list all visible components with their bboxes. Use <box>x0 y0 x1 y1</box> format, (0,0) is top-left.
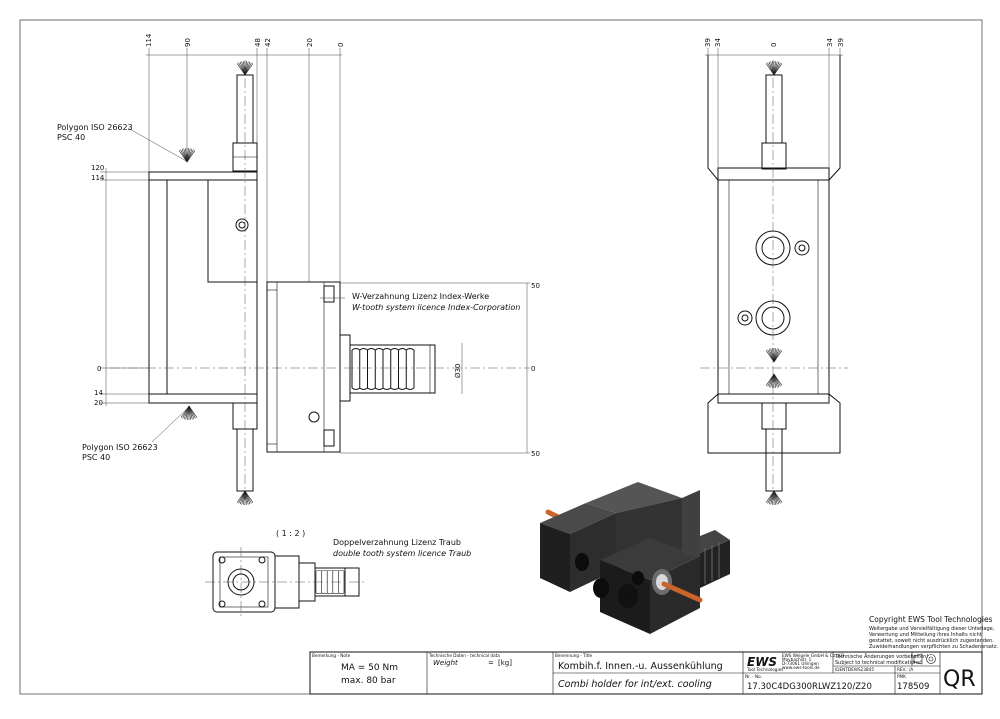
company-info-3: D-73061 Uhingen <box>782 661 819 666</box>
dim-top-48: 48 <box>254 38 262 47</box>
dim-left-14: 14 <box>94 389 103 397</box>
coolant-spray-marks <box>178 61 783 505</box>
remark-2: max. 80 bar <box>341 676 396 686</box>
title-de: Kombih.f. Innen.-u. Aussenkühlung <box>558 661 723 672</box>
part-number: 17.30C4DG300RLWZ120/Z20 <box>747 682 872 692</box>
copyright-line-3: gestattet, soweit nicht ausdrücklich zug… <box>869 638 994 644</box>
double-tooth-en: double tooth system licence Traub <box>333 549 471 558</box>
dim-side-39-left: 39 <box>704 38 712 47</box>
dim-left-20: 20 <box>94 399 103 407</box>
changes-en: Subject to technical modifications! <box>835 660 922 666</box>
polygon-bottom-line1: Polygon ISO 26623 <box>82 443 158 452</box>
copyright-line-1: Weitergabe und Vervielfältigung dieser U… <box>869 626 995 632</box>
copyright-line-2: Verwertung und Mitteilung ihres Inhalts … <box>869 632 982 638</box>
dim-left-0: 0 <box>97 365 101 373</box>
tech-header: Technische Daten - technical data <box>428 653 500 658</box>
drawing-number: 178509 <box>897 682 929 692</box>
dim-side-39-right: 39 <box>837 38 845 47</box>
isometric-render <box>540 482 730 634</box>
rev-label: REV.: /A <box>897 667 913 672</box>
sheet-border <box>19 19 983 695</box>
company-info-1: EWS Weigele GmbH & Co. KG <box>782 653 844 658</box>
dim-side-34-left: 34 <box>714 38 722 47</box>
changes-de: Technische Änderungen vorbehalten! <box>834 653 928 660</box>
dim-top-114: 114 <box>145 33 153 47</box>
dim-top-42: 42 <box>264 38 272 47</box>
weight-unit: [kg] <box>498 659 512 667</box>
spray-line <box>773 63 783 76</box>
spray-line <box>188 405 198 418</box>
remark-1: MA = 50 Nm <box>341 663 398 673</box>
spray-line <box>186 150 196 163</box>
title-en: Combi holder for int/ext. cooling <box>558 679 712 690</box>
no-header: Nr. - No. <box>745 674 762 679</box>
ident-value: DEWS23845 <box>848 667 874 672</box>
scale-label: ( 1 : 2 ) <box>276 529 305 538</box>
dim-top-20: 20 <box>306 38 314 47</box>
spray-line <box>773 350 783 363</box>
dim-top-0: 0 <box>337 43 345 47</box>
company-info-2: Maybachstr. 1 <box>782 657 812 662</box>
dim-right-0: 0 <box>531 365 535 373</box>
projection-symbol-icon <box>913 653 936 665</box>
side-view <box>700 48 848 500</box>
polygon-top-line2: PSC 40 <box>57 133 85 142</box>
weight-eq: = <box>488 659 494 667</box>
remarks-header: Bemerkung - Note <box>312 653 351 658</box>
w-tooth-de: W-Verzahnung Lizenz Index-Werke <box>352 292 489 301</box>
scaled-view <box>205 547 365 617</box>
pmk-header: PMK <box>897 674 906 679</box>
spray-line <box>244 63 254 76</box>
dim-side-34-right: 34 <box>826 38 834 47</box>
spray-line <box>773 373 783 386</box>
designation-header: Benennung - Title <box>555 653 593 658</box>
spray-line <box>244 490 254 503</box>
dim-right-50-bottom: 50 <box>531 450 540 458</box>
copyright-title: Copyright EWS Tool Technologies <box>869 615 993 624</box>
front-view <box>100 48 530 500</box>
side-view-dimensions: 39 34 0 34 39 <box>704 38 845 47</box>
ident-label: IDENT: <box>835 667 849 672</box>
company-info-4: www.ews-tools.de <box>782 665 820 670</box>
dim-top-90: 90 <box>184 38 192 47</box>
spray-line <box>773 490 783 503</box>
polygon-bottom-line2: PSC 40 <box>82 453 110 462</box>
polygon-top-line1: Polygon ISO 26623 <box>57 123 133 132</box>
dim-left-114: 114 <box>91 174 105 182</box>
double-tooth-de: Doppelverzahnung Lizenz Traub <box>333 538 461 547</box>
title-block: Bemerkung - Note MA = 50 Nm max. 80 bar … <box>309 651 983 695</box>
qr-label: QR <box>943 667 976 692</box>
front-view-dimensions: 114 90 48 42 20 0 120 114 0 14 20 50 0 5… <box>57 33 540 462</box>
dim-right-50-top: 50 <box>531 282 540 290</box>
copyright-block: Copyright EWS Tool Technologies Weiterga… <box>869 615 998 650</box>
diameter-label: Ø30 <box>454 364 462 378</box>
company-logo: EWS <box>747 655 777 669</box>
w-tooth-en: W-tooth system licence Index-Corporation <box>352 303 520 312</box>
dim-side-0: 0 <box>770 43 778 47</box>
company-sub: Tool Technologies <box>746 667 783 672</box>
dim-left-120: 120 <box>91 164 104 172</box>
copyright-line-4: Zuwiderhandlungen verpflichten zu Schade… <box>869 644 998 650</box>
weight-label: Weight <box>433 659 458 667</box>
